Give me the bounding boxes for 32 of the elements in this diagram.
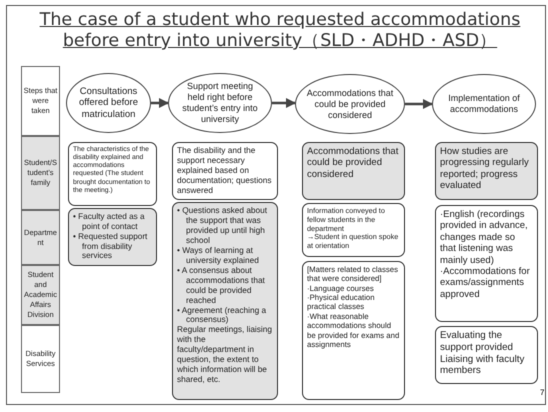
note-box <box>172 202 278 400</box>
note-text: Regular meetings, liaising with the faculty/department in question, the extent to which information will be shared, etc. <box>177 325 273 386</box>
note-text: The disability and the support necessary explained based on documentation; questions answered <box>177 146 273 196</box>
bullet-item: • Agreement (reaching a consensus) <box>177 306 268 326</box>
note-text: How studies are progressing regularly reported; progress evaluated <box>440 146 530 192</box>
note-box <box>302 203 405 257</box>
arrow <box>151 98 169 108</box>
note-box <box>68 208 157 266</box>
note-box <box>435 142 538 200</box>
title-heading: The case of a student who requested accommodations before entry into university（SLD・ADHD・ASD） <box>38 10 522 52</box>
note-text: Evaluating the support provided <box>440 330 514 354</box>
step-ellipse: Support meeting held right before student’s entry into university <box>168 73 272 133</box>
note-box <box>435 205 538 322</box>
bullet-item: • Faculty acted as a point of contact <box>73 212 146 232</box>
note-text: Accommodations that could be provided considered <box>307 146 400 180</box>
page-number: 7 <box>540 388 544 397</box>
step-ellipse: Implementation of accommodations <box>432 74 536 134</box>
bullet-item: • Questions asked about the support that was provided up until high school <box>177 206 268 246</box>
bullet-item: • Ways of learning at university explained <box>177 246 260 266</box>
note-text: ·Accommodations for exams/assignments approved <box>440 266 531 300</box>
note-text: ·English (recordings provided in advance, changes made so that listening was mainly used) <box>440 209 529 266</box>
note-box <box>435 326 538 384</box>
note-box <box>302 142 405 200</box>
bullet-item: • A consensus about accommodations that could be provided reached <box>177 266 266 306</box>
note-text: Liaising with faculty members <box>440 354 526 378</box>
step-ellipse: Consultations offered before matriculation <box>66 73 151 133</box>
note-box <box>68 142 157 206</box>
arrow <box>272 98 296 108</box>
note-box <box>302 261 405 400</box>
arrow <box>405 99 433 109</box>
step-ellipse: Accommodations that could be provided considered <box>295 74 405 134</box>
bullet-item: • Requested support from disability services <box>73 232 148 262</box>
